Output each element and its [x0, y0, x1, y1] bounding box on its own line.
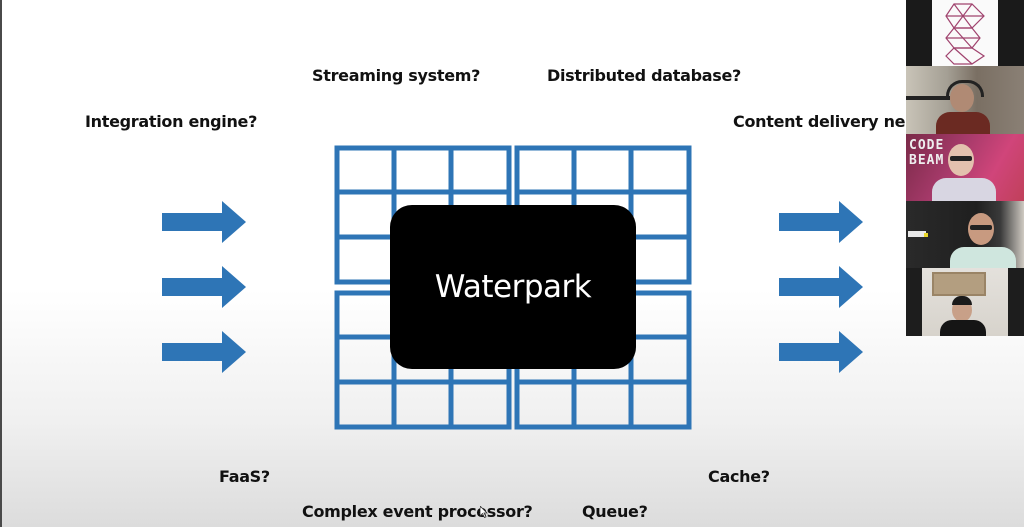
participant-body — [932, 178, 996, 201]
label-queue: Queue? — [582, 502, 648, 521]
video-tile-participant-4[interactable] — [906, 268, 1024, 336]
input-arrow-icon — [162, 266, 246, 308]
participant-hair — [952, 296, 972, 305]
conference-logo-icon — [945, 3, 986, 65]
sticker — [908, 231, 926, 237]
label-faas: FaaS? — [219, 467, 270, 486]
headphones — [946, 80, 984, 97]
video-tile-participant-1[interactable] — [906, 66, 1024, 134]
output-arrow-icon — [779, 266, 863, 308]
label-integration-engine: Integration engine? — [85, 112, 258, 131]
conference-logo — [932, 0, 998, 66]
label-cache: Cache? — [708, 467, 770, 486]
glasses — [950, 156, 972, 161]
label-streaming-system: Streaming system? — [312, 66, 481, 85]
glasses — [970, 225, 992, 230]
waterpark-label: Waterpark — [434, 269, 592, 305]
microphone-arm — [906, 96, 950, 100]
participant-body — [940, 320, 986, 336]
input-arrow-icon — [162, 201, 246, 243]
input-arrow-icon — [162, 331, 246, 373]
label-content-delivery: Content delivery ne — [733, 112, 906, 131]
sticker-accent — [924, 233, 928, 237]
mouse-cursor-icon — [480, 506, 488, 518]
output-arrow-icon — [779, 331, 863, 373]
waterpark-box: Waterpark — [390, 205, 636, 369]
participant-body — [936, 112, 990, 134]
video-tile-logo[interactable] — [906, 0, 1024, 66]
bookshelf — [932, 272, 986, 296]
participant-body — [950, 247, 1016, 268]
label-distributed-database: Distributed database? — [547, 66, 741, 85]
video-tile-participant-3[interactable] — [906, 201, 1024, 268]
output-arrow-icon — [779, 201, 863, 243]
slide-edge — [0, 0, 2, 527]
label-complex-event-processor: Complex event processor? — [302, 502, 533, 521]
